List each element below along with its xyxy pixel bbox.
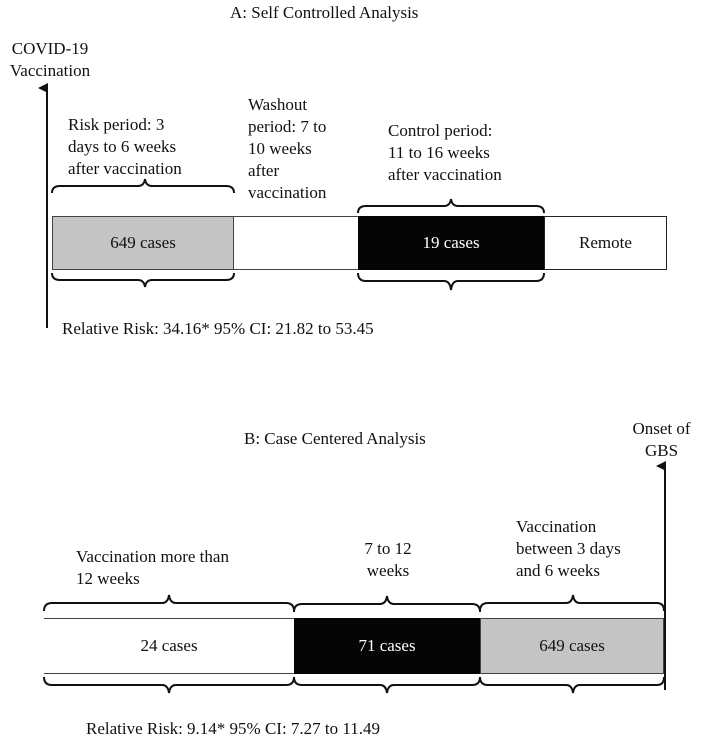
recent-vaccination-brace-top [479, 594, 665, 612]
panel-b-axis-label: Onset of GBS [632, 419, 691, 460]
remote-period-box: Remote [544, 216, 667, 270]
early-vaccination-label: Vaccination more than 12 weeks [76, 547, 229, 588]
mid-vaccination-label: 7 to 12 weeks [364, 539, 412, 580]
recent-vaccination-box: 649 cases [480, 618, 664, 674]
mid-cases-count: 71 cases [358, 636, 416, 655]
mid-vaccination-brace-bottom [293, 676, 481, 694]
control-period-box: 19 cases [358, 216, 544, 270]
risk-period-box: 649 cases [52, 216, 234, 270]
recent-cases-count: 649 cases [539, 636, 605, 655]
panel-a-relative-risk: Relative Risk: 34.16* 95% CI: 21.82 to 5… [62, 319, 374, 338]
control-period-brace-top [357, 198, 545, 214]
early-vaccination-box: 24 cases [44, 618, 294, 674]
washout-period-box [234, 216, 358, 270]
risk-period-brace-top [51, 178, 235, 194]
mid-vaccination-box: 71 cases [294, 618, 480, 674]
remote-label: Remote [579, 233, 632, 252]
panel-a-title: A: Self Controlled Analysis [230, 3, 419, 22]
recent-vaccination-label: Vaccination between 3 days and 6 weeks [516, 517, 621, 580]
panel-b-relative-risk: Relative Risk: 9.14* 95% CI: 7.27 to 11.… [86, 719, 381, 738]
risk-period-brace-bottom [51, 272, 235, 288]
washout-period-label: Washout period: 7 to 10 weeks after vacc… [248, 95, 327, 202]
control-cases-count: 19 cases [422, 233, 480, 252]
recent-vaccination-brace-bottom [479, 676, 665, 694]
risk-cases-count: 649 cases [110, 233, 176, 252]
control-period-brace-bottom [357, 272, 545, 291]
panel-b-title: B: Case Centered Analysis [244, 429, 426, 448]
early-cases-count: 24 cases [140, 636, 198, 655]
early-vaccination-brace-top [43, 594, 295, 612]
early-vaccination-brace-bottom [43, 676, 295, 694]
control-period-label: Control period: 11 to 16 weeks after vac… [388, 121, 502, 184]
risk-period-label: Risk period: 3 days to 6 weeks after vac… [68, 115, 182, 178]
panel-a-axis-label: COVID-19 Vaccination [9, 39, 91, 80]
mid-vaccination-brace-top [293, 595, 481, 613]
